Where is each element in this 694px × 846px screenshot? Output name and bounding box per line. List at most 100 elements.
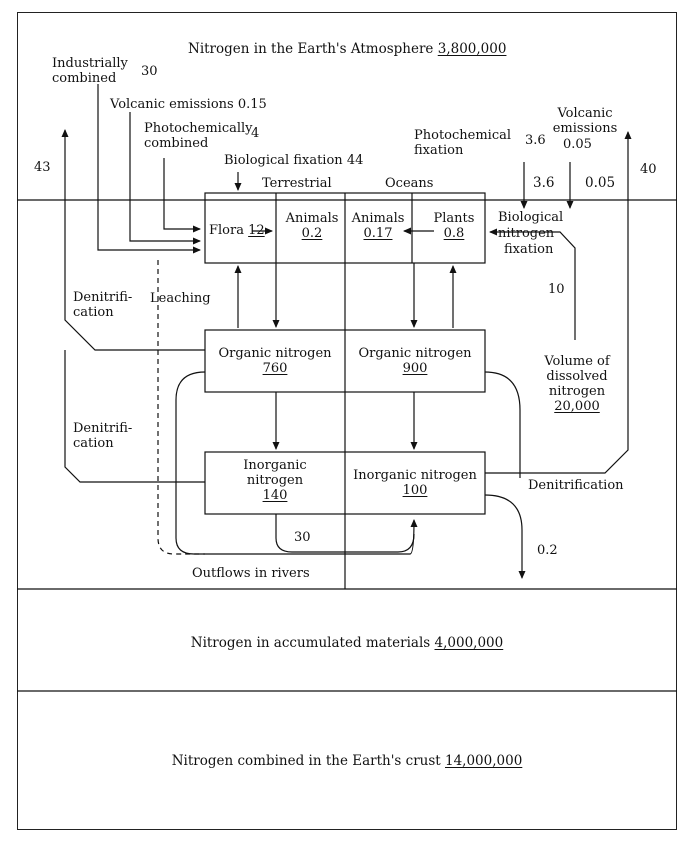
dissolved-line2: dissolved — [546, 369, 608, 384]
denitrification-ocean-label: Denitrification — [528, 478, 624, 493]
denitrification-upper-label: Denitrifi- cation — [73, 290, 132, 320]
denitrification-ocean-value: 40 — [640, 162, 657, 177]
inorganic-box — [204, 451, 486, 515]
denitrification-upper-line1: Denitrifi- — [73, 290, 133, 305]
accumulated-label: Nitrogen in accumulated materials 4,000,… — [17, 636, 677, 651]
terrestrial-header: Terrestrial — [262, 176, 332, 191]
ocean-biofix-line1: Biological — [498, 210, 564, 225]
animals-land-value: 0.2 — [301, 226, 323, 241]
animals-sea-value: 0.17 — [363, 226, 393, 241]
biofix-land-name: Biological fixation — [224, 153, 343, 168]
biofix-land-value: 44 — [346, 153, 364, 168]
plants-label: Plants — [433, 211, 475, 226]
ocean-biofix-line3: fixation — [504, 242, 554, 257]
ocean-biofix-line2: nitrogen — [498, 226, 555, 241]
dissolved-value: 20,000 — [554, 399, 600, 414]
rivers-value: 30 — [294, 530, 311, 545]
ocean-to-sediment-arrow — [484, 494, 526, 579]
volcanic-land-arrow — [129, 112, 201, 245]
denitrification-lower-label: Denitrifi- cation — [73, 421, 132, 451]
industrial-value: 30 — [141, 64, 158, 79]
inorganic-sea-label: Inorganic nitrogen — [353, 468, 477, 483]
volcanic-land-value: 0.15 — [237, 97, 267, 112]
photochem-ocean-value: 3.6 — [525, 133, 546, 148]
inorganic-land: Inorganic nitrogen 140 — [205, 458, 345, 503]
industrial-label-line1: Industrially — [52, 56, 128, 71]
ocean-biofix-label: Biological — [498, 210, 563, 225]
inorganic-land-value: 140 — [262, 488, 288, 503]
leaching-label: Leaching — [150, 291, 211, 306]
denitrification-land-upper-arrow — [61, 129, 205, 351]
organic-land: Organic nitrogen 760 — [205, 346, 345, 376]
flora-name: Flora — [209, 223, 244, 238]
photochem-land-line2: combined — [144, 136, 209, 151]
photochem-ocean-line2: fixation — [414, 143, 464, 158]
crust-name: Nitrogen combined in the Earth's crust — [171, 753, 441, 769]
denitrification-ocean-arrow — [485, 131, 632, 474]
atmosphere-label: Nitrogen in the Earth's Atmosphere 3,800… — [188, 42, 506, 57]
organic-land-label: Organic nitrogen — [218, 346, 332, 361]
accumulated-value: 4,000,000 — [434, 635, 504, 651]
industrial-label-line2: combined — [52, 71, 117, 86]
photochem-ocean-label: Photochemical fixation — [414, 128, 511, 158]
organic-river-outflow-arrow — [175, 371, 418, 555]
volcanic-ocean-line2: emissions — [552, 121, 618, 136]
accumulated-name: Nitrogen in accumulated materials — [190, 635, 431, 651]
denitrification-upper-line2: cation — [73, 305, 114, 320]
volcanic-ocean-label: Volcanic emissions — [545, 106, 625, 136]
crust-label: Nitrogen combined in the Earth's crust 1… — [17, 754, 677, 769]
photochem-land-line1: Photochemically — [144, 121, 253, 136]
biota-box — [204, 192, 486, 264]
atmosphere-name: Nitrogen in the Earth's Atmosphere — [188, 41, 434, 57]
volcanic-ocean-line1: Volcanic — [557, 106, 613, 121]
volcanic-land-label: Volcanic emissions 0.15 — [110, 97, 267, 112]
inorganic-sea-value: 100 — [402, 483, 428, 498]
plants: Plants 0.8 — [424, 211, 484, 241]
organic-land-value: 760 — [262, 361, 288, 376]
denitrification-lower-line2: cation — [73, 436, 114, 451]
crust-value: 14,000,000 — [445, 753, 523, 769]
organic-sea-sink-arrow — [484, 371, 521, 478]
inorganic-land-line2: nitrogen — [246, 473, 304, 488]
organic-sea-label: Organic nitrogen — [358, 346, 472, 361]
industrial-arrow — [97, 84, 201, 254]
denitrification-land-value: 43 — [34, 160, 51, 175]
flora-label: Flora 12 — [209, 223, 265, 238]
inorganic-sea: Inorganic nitrogen 100 — [345, 468, 485, 498]
industrial-label: Industrially combined — [52, 56, 128, 86]
rivers-label: Outflows in rivers — [192, 566, 310, 581]
organic-sea: Organic nitrogen 900 — [345, 346, 485, 376]
dissolved-line3: nitrogen — [548, 384, 606, 399]
volcanic-ocean-value: 0.05 — [563, 137, 592, 152]
animals-sea: Animals 0.17 — [346, 211, 410, 241]
denitrification-land-lower-arrow — [64, 350, 205, 483]
ocean-biofix-arrow — [489, 228, 576, 340]
photochem-land-label: Photochemically combined — [144, 121, 253, 151]
organic-sea-value: 900 — [402, 361, 428, 376]
ocean-arrow-value-2: 0.05 — [585, 175, 616, 191]
sink-value: 0.2 — [537, 543, 558, 558]
denitrification-lower-line1: Denitrifi- — [73, 421, 133, 436]
animals-land-label: Animals — [285, 211, 339, 226]
inorganic-land-line1: Inorganic — [243, 458, 307, 473]
dissolved-line1: Volume of — [544, 354, 610, 369]
flora-value: 12 — [248, 223, 265, 238]
oceans-header: Oceans — [385, 176, 434, 191]
organic-box — [204, 329, 486, 393]
animals-sea-label: Animals — [351, 211, 405, 226]
inorganic-river-outflow-arrow — [275, 514, 415, 553]
ocean-arrow-value-1: 3.6 — [533, 175, 555, 191]
photochem-ocean-line1: Photochemical — [414, 128, 512, 143]
leaching-arrow — [157, 260, 205, 555]
ocean-biofix-value: 10 — [548, 282, 565, 297]
volcanic-land-name: Volcanic emissions — [110, 97, 234, 112]
dissolved-nitrogen: Volume of dissolved nitrogen 20,000 — [522, 354, 632, 414]
photochem-land-arrow — [163, 158, 201, 233]
atmosphere-value: 3,800,000 — [437, 41, 507, 57]
animals-land: Animals 0.2 — [279, 211, 345, 241]
diagram-frame — [17, 12, 677, 830]
plants-value: 0.8 — [443, 226, 465, 241]
photochem-land-value: 4 — [251, 126, 260, 141]
biofix-land-label: Biological fixation 44 — [224, 153, 363, 168]
